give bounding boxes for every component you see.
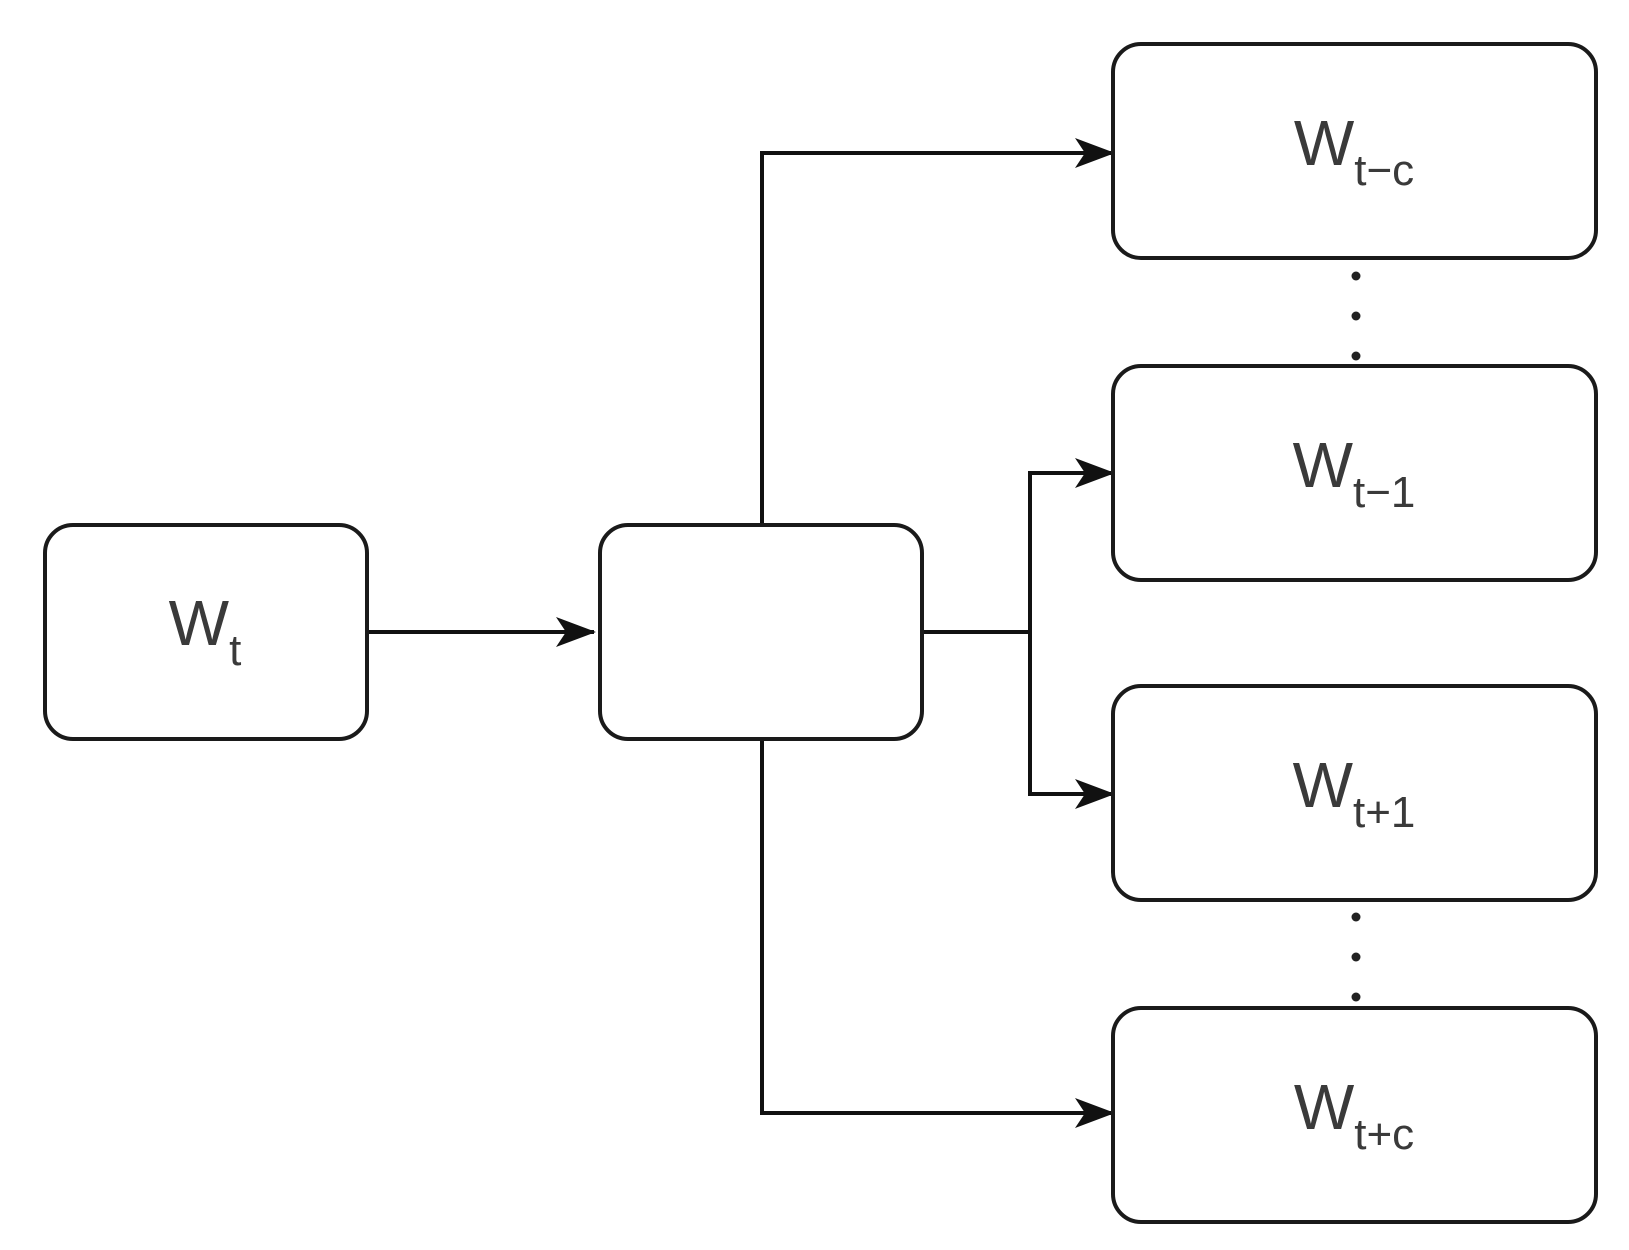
output-node-t-plus-1: Wt+1 — [1111, 684, 1598, 902]
ellipsis-dot — [1351, 311, 1361, 321]
output-node-t-plus-c: Wt+c — [1111, 1006, 1598, 1224]
ellipsis-upper — [1351, 271, 1361, 361]
edge-branch-to-t-plus-1 — [1028, 632, 1115, 809]
input-node: Wt — [43, 523, 369, 741]
ellipsis-dot — [1351, 952, 1361, 962]
output-node-t-minus-1-label: Wt−1 — [1293, 429, 1416, 517]
output-node-t-minus-c-label: Wt−c — [1294, 107, 1414, 195]
edge-branch-to-t-minus-1 — [1028, 458, 1115, 632]
ellipsis-dot — [1351, 271, 1361, 281]
ellipsis-dot — [1351, 351, 1361, 361]
input-node-label: Wt — [169, 587, 242, 675]
edge-projection-to-t-plus-c — [760, 740, 1115, 1128]
ellipsis-lower — [1351, 912, 1361, 1002]
output-node-t-minus-1: Wt−1 — [1111, 364, 1598, 582]
ellipsis-dot — [1351, 992, 1361, 1002]
output-node-t-minus-c: Wt−c — [1111, 42, 1598, 260]
projection-node — [598, 523, 924, 741]
edge-projection-to-t-minus-c — [760, 138, 1115, 525]
output-node-t-plus-c-label: Wt+c — [1294, 1071, 1414, 1159]
ellipsis-dot — [1351, 912, 1361, 922]
output-node-t-plus-1-label: Wt+1 — [1293, 749, 1416, 837]
